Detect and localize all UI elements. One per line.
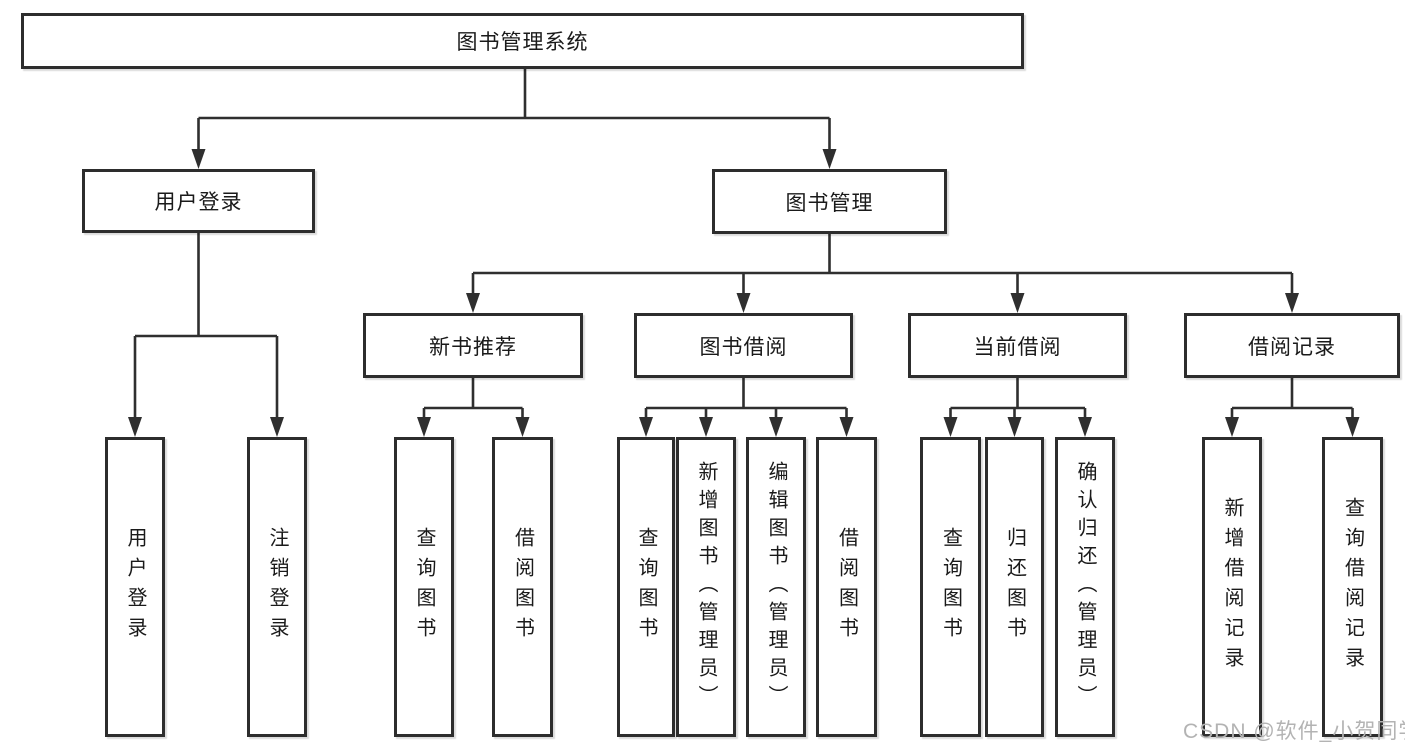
leaf-add-books-admin: 新增图书（管理员） <box>676 437 736 737</box>
node-label: 借阅图书 <box>835 527 858 647</box>
node-book-management: 图书管理 <box>712 169 947 234</box>
node-label: 查询图书 <box>939 527 962 647</box>
node-library-management-system: 图书管理系统 <box>21 13 1024 69</box>
node-label: 归还图书 <box>1003 527 1026 647</box>
node-label: 确认归还（管理员） <box>1074 461 1096 713</box>
node-label: 编辑图书（管理员） <box>765 461 787 713</box>
node-label: 新书推荐 <box>429 335 517 359</box>
node-label: 当前借阅 <box>973 335 1062 359</box>
connector-current-borrow-to-children <box>943 378 1092 437</box>
node-borrowing-records: 借阅记录 <box>1184 313 1400 378</box>
node-label: 新增借阅记录 <box>1221 497 1243 677</box>
node-label: 用户登录 <box>124 527 146 647</box>
connector-book-mgmt-to-level3 <box>466 234 1299 313</box>
node-label: 图书管理 <box>785 191 874 215</box>
node-current-borrowing: 当前借阅 <box>908 313 1127 378</box>
leaf-edit-books-admin: 编辑图书（管理员） <box>746 437 806 737</box>
node-label: 新增图书（管理员） <box>695 461 717 713</box>
node-label: 用户登录 <box>154 191 243 214</box>
node-label: 注销登录 <box>266 527 288 647</box>
connector-new-book-rec-to-children <box>417 378 530 437</box>
node-label: 图书管理系统 <box>456 31 589 54</box>
leaf-query-books: 查询图书 <box>394 437 454 737</box>
leaf-query-books: 查询图书 <box>920 437 981 737</box>
node-book-borrowing: 图书借阅 <box>634 313 853 378</box>
leaf-query-books: 查询图书 <box>617 437 675 737</box>
node-label: 查询图书 <box>635 527 657 647</box>
node-label: 图书借阅 <box>699 335 788 359</box>
node-label: 查询借阅记录 <box>1341 497 1364 677</box>
leaf-logout: 注销登录 <box>247 437 307 737</box>
node-user-login: 用户登录 <box>82 169 315 233</box>
leaf-user-login: 用户登录 <box>105 437 165 737</box>
leaf-add-borrow-record: 新增借阅记录 <box>1202 437 1262 737</box>
node-new-book-recommendation: 新书推荐 <box>363 313 583 378</box>
connector-borrow-records-to-children <box>1225 378 1360 437</box>
leaf-borrow-books: 借阅图书 <box>816 437 877 737</box>
connector-book-borrow-to-children <box>639 378 854 437</box>
leaf-return-books: 归还图书 <box>985 437 1044 737</box>
leaf-query-borrow-record: 查询借阅记录 <box>1322 437 1383 737</box>
node-label: 借阅图书 <box>511 527 534 647</box>
leaf-confirm-return-admin: 确认归还（管理员） <box>1055 437 1115 737</box>
csdn-watermark: CSDN @软件_小贺同学 <box>1183 720 1405 743</box>
node-label: 借阅记录 <box>1248 335 1336 359</box>
node-label: 查询图书 <box>413 527 435 647</box>
leaf-borrow-books: 借阅图书 <box>492 437 553 737</box>
connector-root-to-level2 <box>191 69 837 169</box>
connector-user-login-to-children <box>128 233 284 437</box>
